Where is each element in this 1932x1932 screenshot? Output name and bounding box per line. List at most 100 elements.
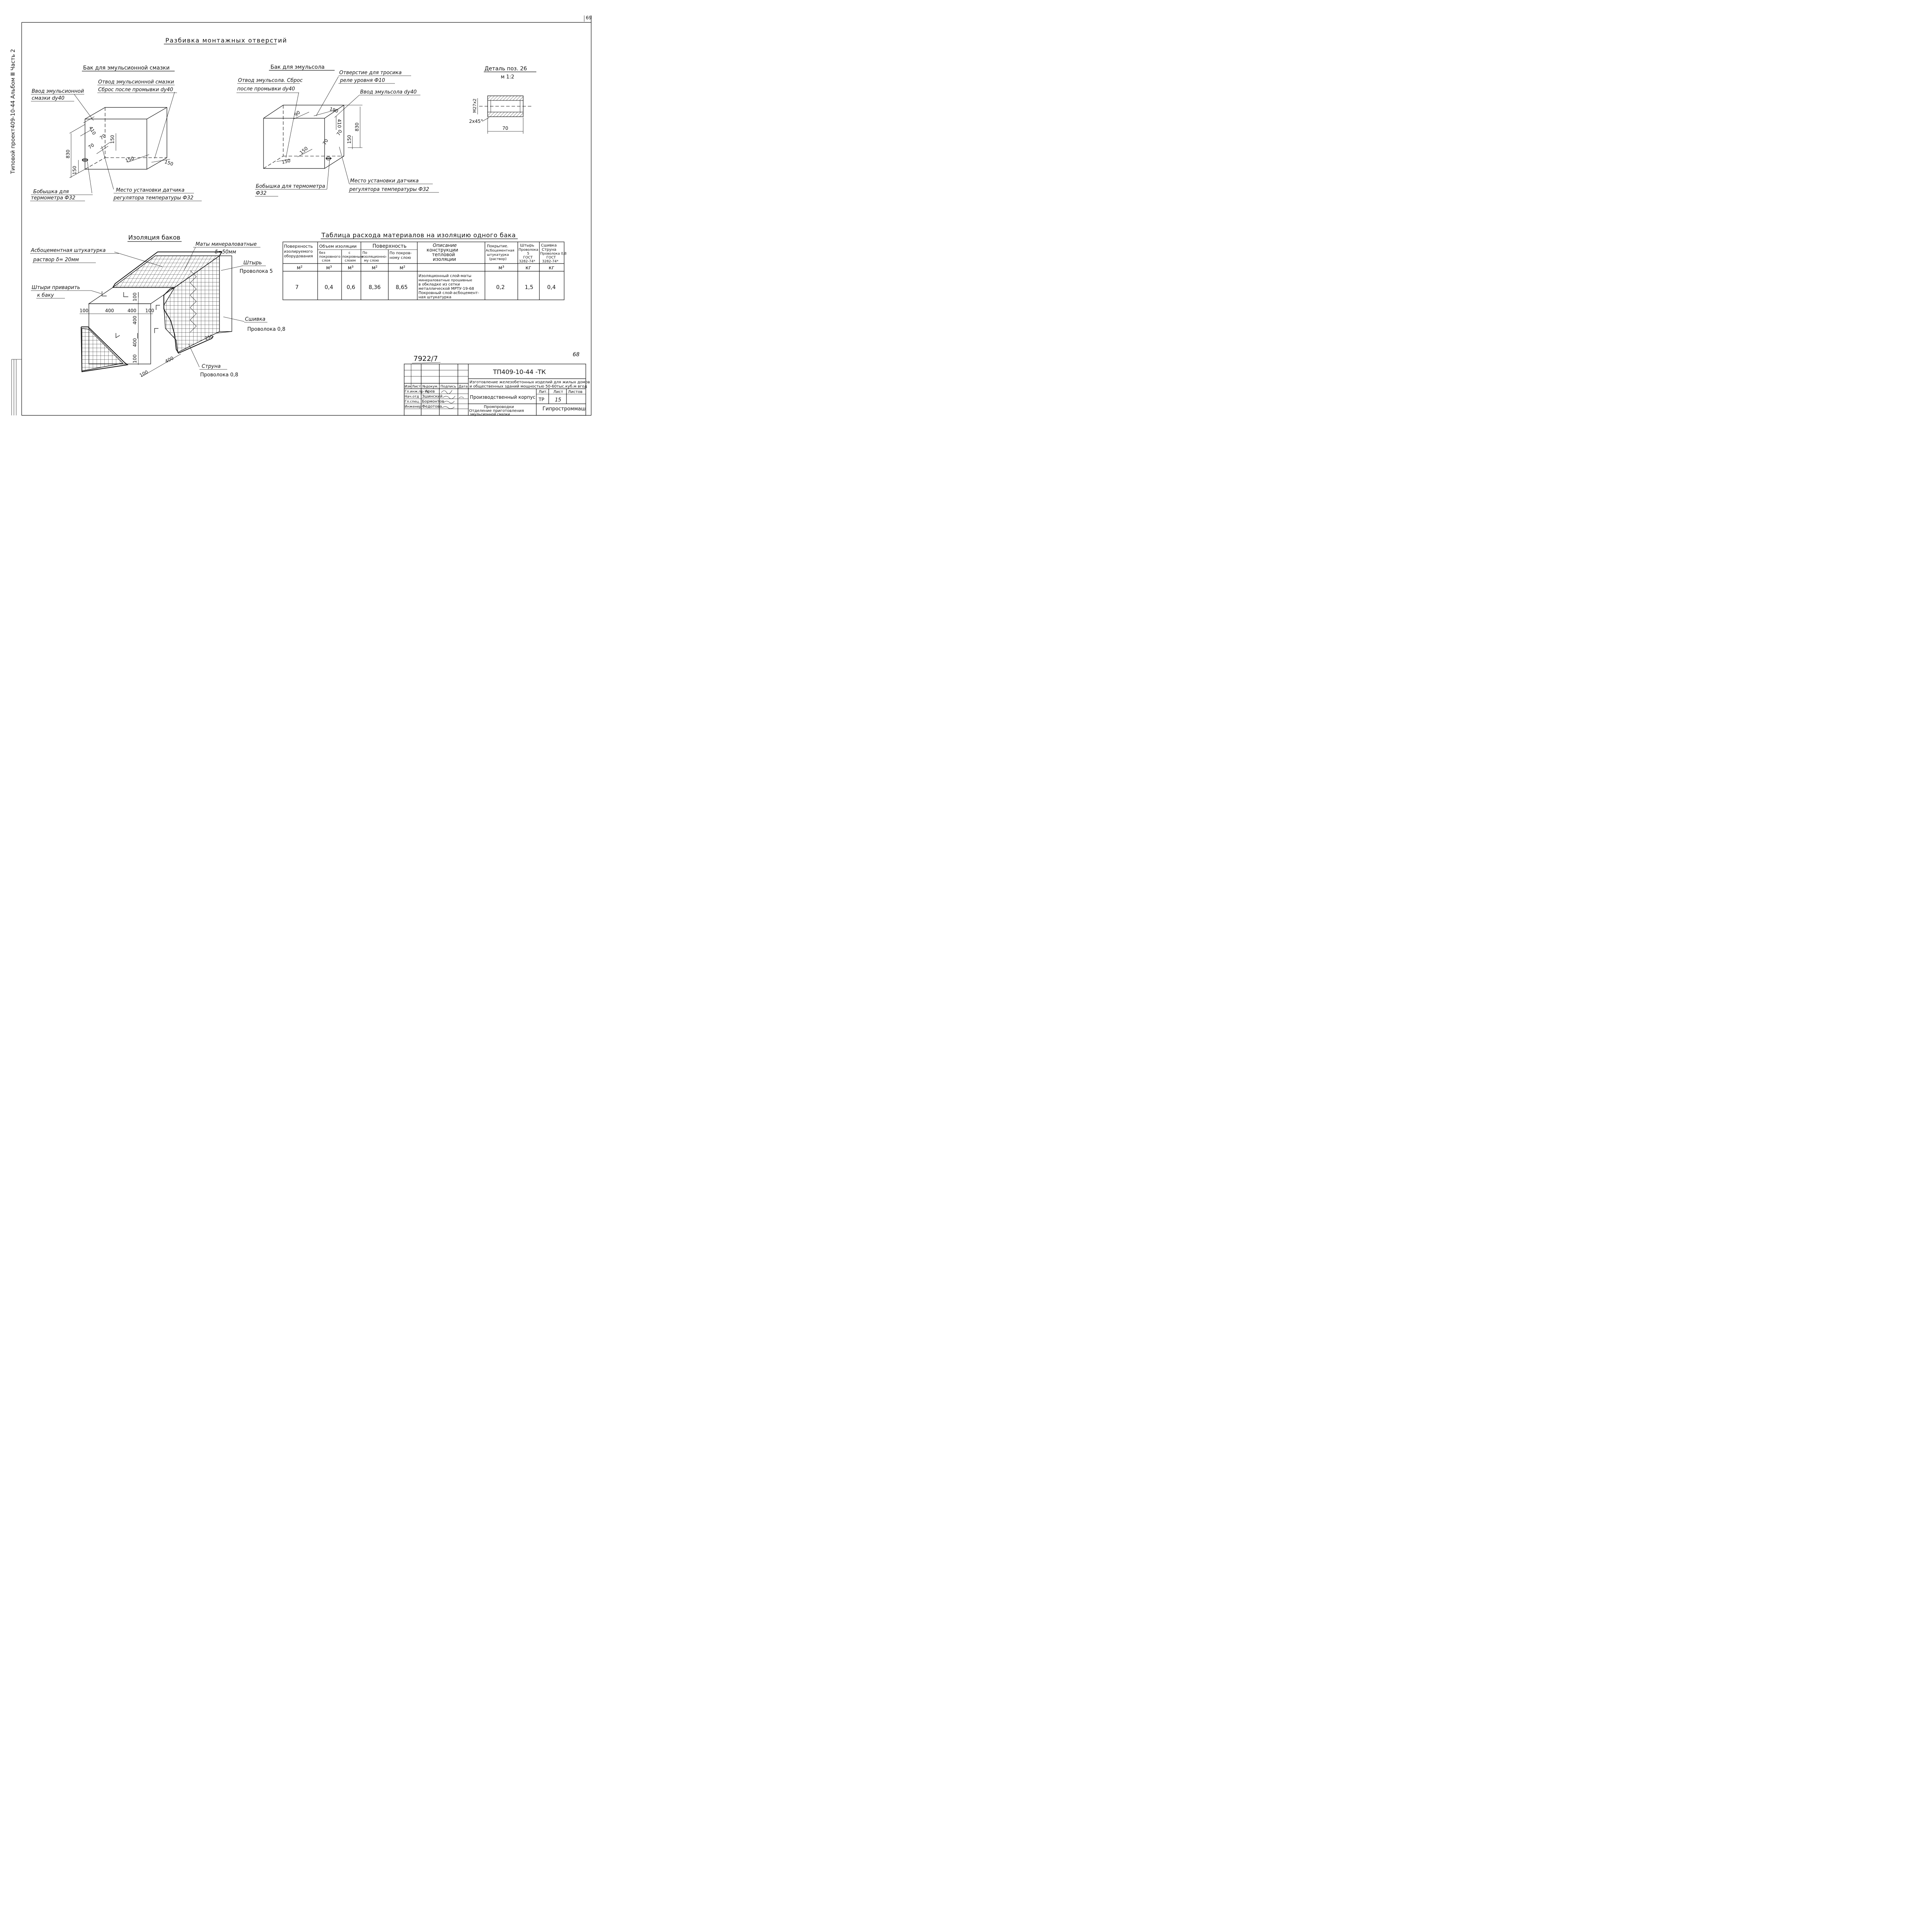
th-pin-5: 3282-74*	[519, 260, 536, 264]
tank1-label-inlet-2: смазки dу40	[32, 95, 65, 101]
stamp-role-1: Гл.инж.пр-та	[405, 390, 429, 394]
th-surf-ins-1: По	[362, 251, 367, 255]
th-stitch-5: 3282-74*	[542, 260, 559, 264]
th-vol-without-1: без	[319, 251, 325, 255]
tank1-dim-70a: 70	[87, 142, 95, 150]
detail-scale: м 1:2	[501, 74, 514, 80]
th-pin-4: ГОСТ	[523, 256, 533, 260]
th-desc-3: тепловой	[432, 252, 455, 257]
tank2-label-sensor-1: Место установки датчика	[350, 178, 418, 184]
insul-dim-top-100a: 100	[80, 308, 88, 313]
th-surface-eq-2: изолируемого	[284, 250, 313, 254]
detail-thread: М27х2	[472, 99, 477, 113]
stamp-role-3: Гл.спец.	[405, 400, 420, 404]
val-col7: 0,2	[496, 284, 505, 291]
insul-dim-top-400a: 400	[105, 308, 114, 313]
tank1-dim-150c: 150	[125, 155, 135, 163]
tank2-label-inlet: Ввод эмульсола dу40	[360, 89, 417, 95]
th-surface: Поверхность	[372, 243, 406, 249]
stamp-name-2: Зшинский	[422, 395, 442, 399]
val-col5: 8,65	[396, 284, 408, 291]
th-surface-eq-3: оборудования	[284, 254, 313, 259]
stamp-head-doc: №докум.	[422, 385, 439, 389]
tank2-dim-150a: 150	[347, 135, 352, 144]
tank2-dim-150c: 150	[281, 158, 291, 165]
insul-label-weld-2: к баку	[37, 293, 54, 298]
tank1-title: Бак для эмульсионной смазки	[83, 65, 170, 71]
tank1-dim-410: 410	[88, 126, 97, 136]
unit-col1: м²	[297, 265, 303, 271]
th-pin-1: Штырь	[520, 243, 534, 248]
th-vol-with-2: покровным	[342, 255, 363, 259]
th-desc-2: конструкции	[427, 247, 458, 253]
stamp-name-1: Арев	[425, 389, 435, 394]
tank2-label-boss-1: Бобышка для термометра	[256, 184, 325, 189]
unit-col8: кг	[526, 265, 531, 271]
insul-label-mats-2: δ=50мм	[215, 249, 236, 255]
th-volume: Объем изоляции	[319, 244, 357, 249]
stamp-head-izm: Изм	[405, 385, 412, 389]
stamp-doc-code: ТП409-10-44 -ТК	[493, 368, 546, 376]
stamp-desc-1: Изготовление железобетонных изделий для …	[469, 380, 590, 384]
th-cover-2: Асбоцементная	[486, 249, 514, 253]
tank2-dim-830: 830	[354, 122, 360, 131]
insul-label-mats-1: Маты минераловатные	[196, 242, 257, 247]
th-cover-3: штукатурка	[487, 253, 509, 257]
stamp-role-2: Нач.отд	[405, 395, 419, 399]
table-title: Таблица расхода материалов на изоляцию о…	[321, 231, 516, 239]
stamp-head-sign: Подпись	[440, 385, 456, 389]
tank1-label-boss-2: термометра Ф32	[31, 195, 75, 201]
unit-col2: м³	[326, 265, 332, 271]
stamp-head-date: Дата	[459, 385, 468, 389]
th-stitch-2: Струна	[542, 248, 556, 252]
insulation-drawing: Изоляция баков 100 400 400 100 100	[30, 234, 285, 378]
insul-dim-side-100a: 100	[132, 293, 138, 301]
th-surf-ins-2: изоляционно-	[362, 255, 387, 259]
detail-chamfer: 2х45°	[469, 119, 483, 124]
insul-dim-side-100b: 100	[132, 354, 138, 363]
insul-label-pin-2: Проволока 5	[240, 269, 273, 274]
val-col4: 8,36	[369, 284, 381, 291]
th-surface-eq-1: Поверхность	[284, 244, 313, 249]
stamp-section-3: эмульсионной смазки	[470, 413, 510, 417]
stamp-building: Производственный корпус	[470, 395, 535, 400]
tank1-label-sensor-2: регулятора температуры Ф32	[113, 195, 194, 201]
val-col9: 0,4	[547, 284, 556, 291]
insul-dim-top-400b: 400	[128, 308, 136, 313]
th-cover-4: (раствор)	[489, 257, 507, 261]
th-surf-ins-3: му слою	[364, 259, 379, 263]
th-pin-3: 5	[527, 252, 529, 256]
insul-label-pin-1: Штырь	[243, 260, 262, 266]
detail-drawing: Деталь поз. 26 м 1:2 М27х2 2х45° 70	[469, 66, 536, 134]
desc-line-3: в обкладке из сетки	[418, 282, 460, 287]
tank2-drawing: Бак для эмульсола 90 190 410 830 70 70 1…	[236, 64, 439, 197]
tank1-dim-150a: 150	[72, 166, 77, 175]
desc-line-2: минераловатные прошивные	[418, 279, 472, 282]
tank2-title: Бак для эмульсола	[270, 64, 325, 70]
insul-dim-side-400a: 400	[132, 316, 138, 325]
val-col3: 0,6	[347, 284, 355, 291]
insul-dim-top-100b: 100	[145, 308, 154, 313]
tank1-dim-830: 830	[65, 150, 71, 158]
insul-label-plaster-1: Асбоцементная штукатурка	[31, 248, 106, 253]
desc-line-5: Покровный слой-асбоцемент-	[418, 291, 479, 295]
th-cover-1: Покрытие.	[487, 244, 509, 248]
stamp-sheet: 15	[555, 397, 561, 403]
stamp-role-4: Инженер	[405, 405, 422, 409]
stamp-page-hand: 68	[573, 352, 580, 358]
title-block: 7922/7 68 ТП409-10-44 -ТК Изготовление ж…	[404, 352, 590, 417]
stamp-section-2: Отделение приготовления	[469, 409, 524, 413]
stamp-org: Гипростроммаш	[543, 406, 585, 412]
tank1-dim-150b: 150	[110, 135, 115, 144]
tank2-dim-190: 190	[329, 106, 339, 114]
unit-col3: м³	[348, 265, 354, 271]
tank2-label-drain-1: Отвод эмульсола. Сброс	[238, 78, 303, 83]
tank2-dim-410: 410	[337, 119, 342, 128]
tank1-label-drain-2: Сброс после промывки dу40	[98, 87, 173, 93]
val-col1: 7	[295, 284, 299, 291]
tank1-drawing: Бак для эмульсионной смазки 830 150 410 …	[30, 65, 202, 201]
th-stitch-3: Проволока 0,8	[540, 252, 566, 256]
stamp-name-4: Федотова	[422, 405, 442, 409]
insul-label-weld-1: Штыри приварить	[32, 285, 80, 291]
tank2-label-boss-2: Ф32	[256, 190, 267, 196]
